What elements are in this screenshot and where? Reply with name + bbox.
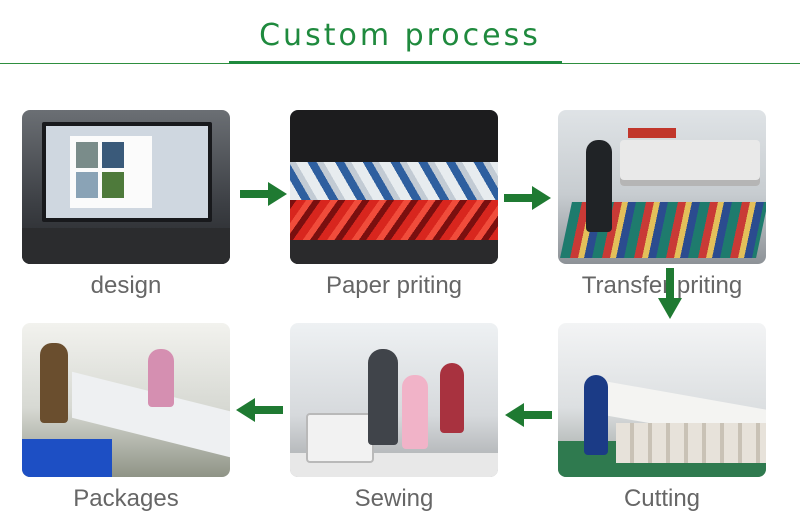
packages-photo bbox=[22, 323, 230, 477]
step-transfer-printing: Transfer priting bbox=[558, 110, 766, 300]
step-label-paper-printing: Paper priting bbox=[325, 272, 463, 299]
transfer-printing-photo bbox=[558, 110, 766, 264]
arrow-right-icon bbox=[504, 186, 551, 210]
step-label-transfer-printing: Transfer priting bbox=[581, 272, 743, 299]
design-photo bbox=[22, 110, 230, 264]
paper-printing-photo bbox=[290, 110, 498, 264]
arrow-left-icon bbox=[505, 403, 552, 427]
arrow-right-icon bbox=[240, 182, 287, 206]
sewing-photo bbox=[290, 323, 498, 477]
title-underline bbox=[229, 61, 562, 64]
step-label-sewing: Sewing bbox=[354, 485, 434, 512]
step-label-design: design bbox=[90, 272, 162, 299]
step-packages: Packages bbox=[22, 323, 230, 513]
arrow-left-icon bbox=[236, 398, 283, 422]
step-cutting: Cutting bbox=[558, 323, 766, 513]
cutting-photo bbox=[558, 323, 766, 477]
step-design: design bbox=[22, 110, 230, 300]
page-title: Custom process bbox=[259, 18, 541, 53]
step-label-cutting: Cutting bbox=[623, 485, 701, 512]
step-label-packages: Packages bbox=[73, 485, 179, 512]
step-sewing: Sewing bbox=[290, 323, 498, 513]
arrow-down-icon bbox=[658, 268, 682, 319]
step-paper-printing: Paper priting bbox=[290, 110, 498, 300]
